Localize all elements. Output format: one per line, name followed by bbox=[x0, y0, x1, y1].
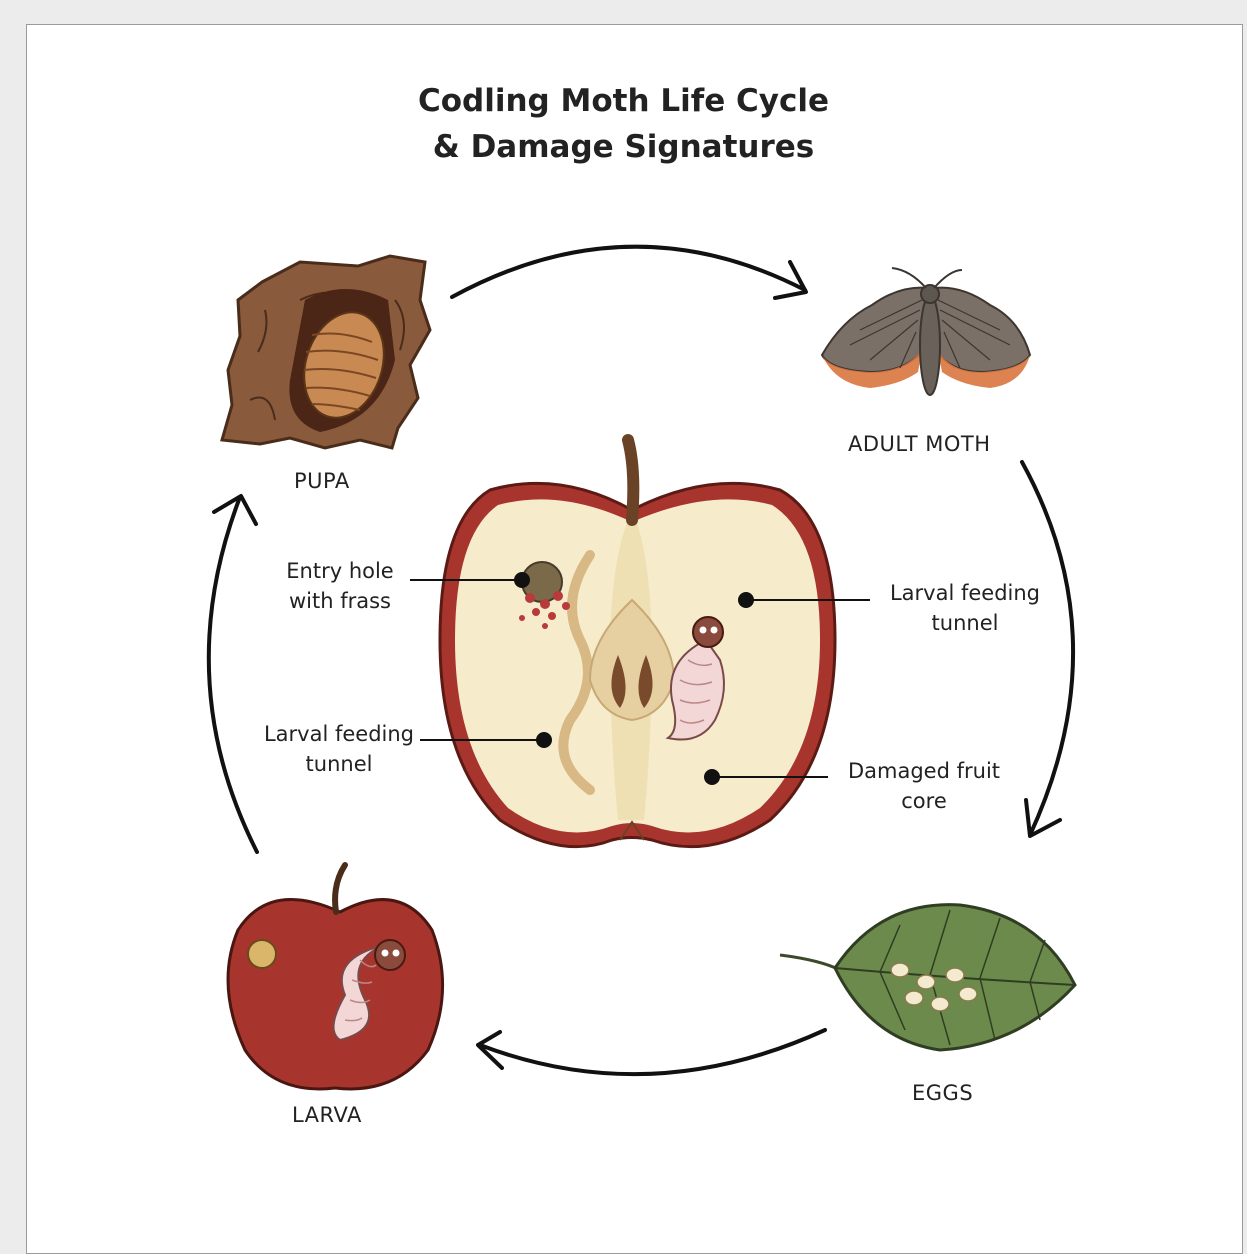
annotation-tunnel-left-line-2: tunnel bbox=[254, 749, 424, 779]
adult-moth-icon bbox=[822, 268, 1030, 395]
annotation-damaged-core-line-2: core bbox=[836, 786, 1012, 816]
annotation-tunnel-right-line-1: Larval feeding bbox=[880, 578, 1050, 608]
stage-label-eggs: EGGS bbox=[912, 1078, 973, 1108]
arrow-eggs-to-larva bbox=[478, 1030, 825, 1074]
annotation-entry-hole-line-2: with frass bbox=[272, 586, 408, 616]
arrow-pupa-to-adult bbox=[452, 247, 806, 298]
pupa-in-bark-icon bbox=[222, 256, 430, 448]
annotation-entry-hole: Entry hole with frass bbox=[272, 556, 408, 616]
annotation-tunnel-right: Larval feeding tunnel bbox=[880, 578, 1050, 638]
cross-section-apple-icon bbox=[440, 440, 835, 847]
annotation-damaged-core: Damaged fruit core bbox=[836, 756, 1012, 816]
diagram-title: Codling Moth Life Cycle & Damage Signatu… bbox=[0, 78, 1247, 170]
annotation-tunnel-left-line-1: Larval feeding bbox=[254, 719, 424, 749]
stage-label-adult-moth: ADULT MOTH bbox=[848, 429, 990, 459]
arrow-adult-to-eggs bbox=[1022, 462, 1073, 836]
arrow-larva-to-pupa bbox=[209, 496, 257, 852]
title-line-2: & Damage Signatures bbox=[0, 124, 1247, 170]
annotation-tunnel-right-line-2: tunnel bbox=[880, 608, 1050, 638]
annotation-tunnel-left: Larval feeding tunnel bbox=[254, 719, 424, 779]
stage-label-pupa: PUPA bbox=[294, 466, 350, 496]
title-line-1: Codling Moth Life Cycle bbox=[0, 78, 1247, 124]
annotation-entry-hole-line-1: Entry hole bbox=[272, 556, 408, 586]
annotation-damaged-core-line-1: Damaged fruit bbox=[836, 756, 1012, 786]
stage-label-larva: LARVA bbox=[292, 1100, 362, 1130]
apple-with-larva-icon bbox=[228, 865, 443, 1089]
